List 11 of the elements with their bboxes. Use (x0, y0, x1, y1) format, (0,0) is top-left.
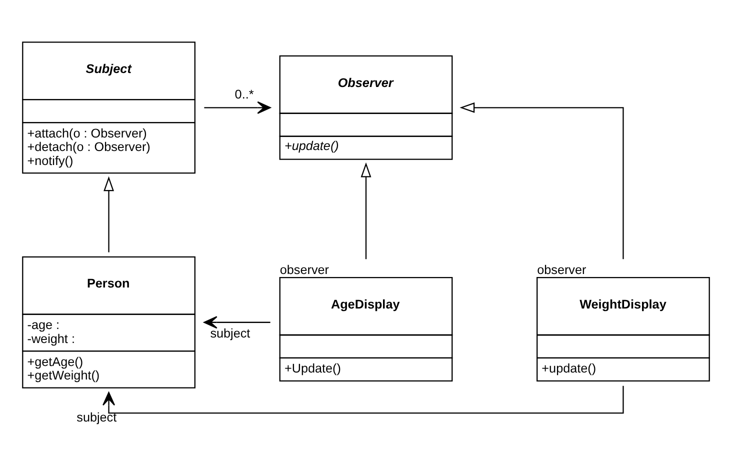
arrow (104, 176, 114, 252)
edge-label: 0..* (234, 87, 254, 102)
arrow (460, 102, 624, 259)
arrow (204, 316, 270, 328)
arrow (102, 385, 624, 414)
node-label: observer (280, 262, 330, 276)
node-label: observer (537, 262, 586, 276)
arrow (204, 100, 271, 114)
arrow (360, 162, 372, 259)
edge-label: subject (210, 326, 250, 340)
edge-label: subject (76, 410, 117, 424)
